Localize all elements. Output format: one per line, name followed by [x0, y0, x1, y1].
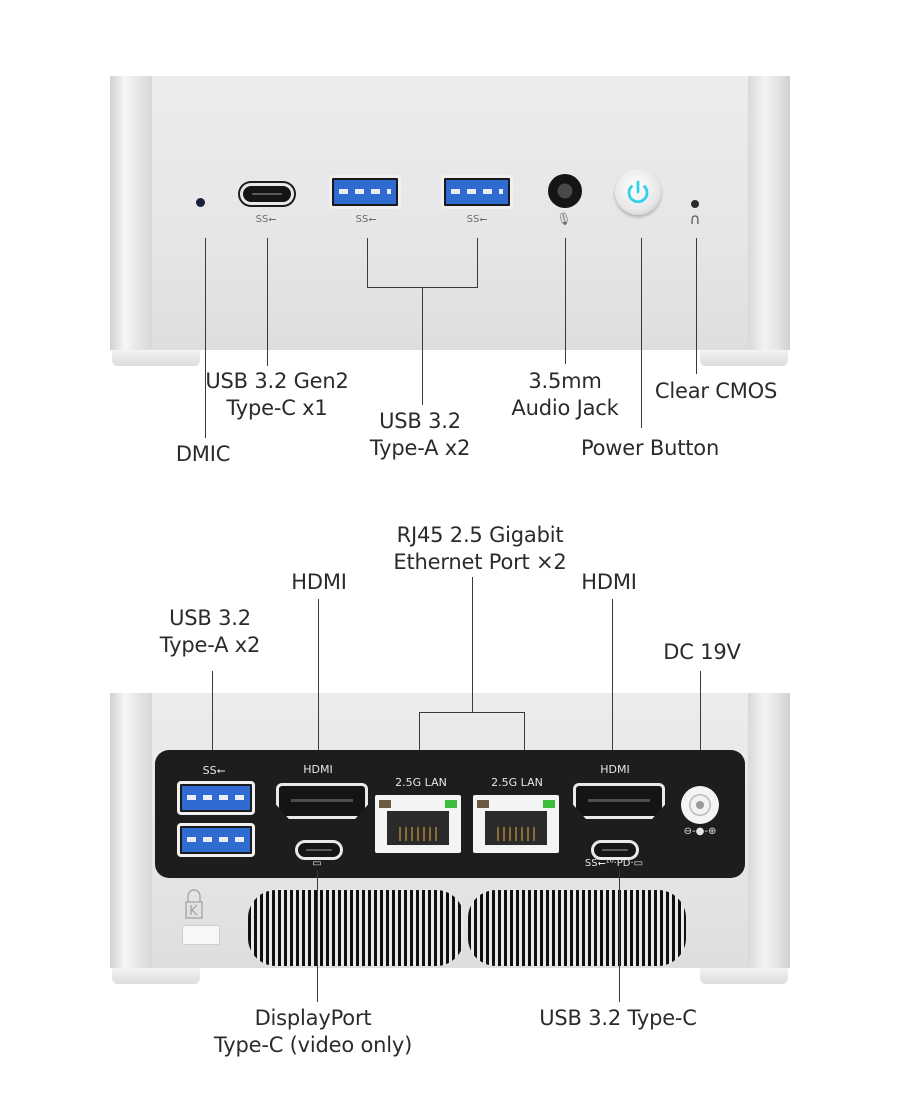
leader-line-usb-c: [267, 238, 268, 366]
label-line: USB 3.2: [379, 409, 461, 433]
rear-foot-left: [112, 968, 200, 984]
front-usb-a-port-1: [329, 175, 401, 209]
display-icon: ▭: [312, 858, 322, 869]
front-chassis-right-edge: [748, 76, 790, 350]
displayport-usb-c-port: [295, 840, 343, 860]
hdmi-port-left: [276, 783, 368, 819]
dc-polarity-icon: ⊖-●-⊕: [683, 826, 717, 837]
hdmi-port-right: [573, 783, 665, 819]
label-audio-jack: 3.5mm Audio Jack: [511, 368, 618, 422]
leader-line-dmic: [205, 238, 206, 438]
rj45-socket: [387, 811, 449, 845]
leader-line-displayport: [317, 870, 318, 1002]
kensington-lock-slot: [182, 925, 220, 945]
label-hdmi-left: HDMI: [291, 570, 347, 594]
label-power-button: Power Button: [580, 436, 720, 460]
label-rj45: RJ45 2.5 Gigabit Ethernet Port ×2: [393, 522, 566, 576]
label-usb-a-rear: USB 3.2 Type-A x2: [159, 605, 261, 659]
rj45-socket: [485, 811, 547, 845]
lan-led-amber: [379, 800, 391, 808]
front-usb-a-port-2: [441, 175, 513, 209]
label-dmic: DMIC: [175, 442, 231, 466]
cmos-icon: ∩: [689, 210, 701, 228]
leader-line-usb-a-2: [477, 238, 478, 288]
leader-line-audio: [565, 238, 566, 364]
dc-jack: [681, 786, 719, 824]
kensington-lock-icon: [184, 888, 204, 920]
label-dc: DC 19V: [663, 640, 741, 664]
front-foot-left: [112, 350, 200, 366]
power-button[interactable]: [615, 169, 661, 215]
leader-line-lan-2: [524, 712, 525, 764]
label-line: Type-A x2: [159, 633, 261, 657]
ss-usb-icon: SS⭠: [355, 214, 377, 225]
label-usb-c-front: USB 3.2 Gen2 Type-C x1: [205, 368, 349, 422]
label-line: RJ45 2.5 Gigabit: [396, 523, 564, 547]
label-line: Ethernet Port ×2: [393, 550, 567, 574]
label-usb-c-rear: USB 3.2 Type-C: [539, 1006, 697, 1030]
vent-right: [468, 890, 686, 966]
label-usb-a-front: USB 3.2 Type-A x2: [369, 408, 471, 462]
rear-usb-a-port-2: [177, 823, 255, 857]
leader-line-usb-a-rear: [212, 671, 213, 763]
usb-pd-display-icons: SS⭠¹⁰·PD·▭: [584, 858, 644, 869]
rear-chassis-right-edge: [748, 693, 790, 968]
label-line: Audio Jack: [511, 396, 619, 420]
vent-left: [248, 890, 464, 966]
rear-usb-c-port: [591, 840, 639, 860]
lan-led-amber: [477, 800, 489, 808]
headset-mic-icon: 🎙: [556, 212, 572, 226]
power-icon: [627, 180, 649, 204]
lan-mark-2: 2.5G LAN: [491, 776, 543, 789]
lan-led-green: [445, 800, 457, 808]
lan-mark-1: 2.5G LAN: [395, 776, 447, 789]
label-line: Type-C (video only): [213, 1033, 413, 1057]
hdmi-mark-right: HDMI: [600, 763, 630, 776]
leader-line-rj45-bridge: [419, 712, 525, 713]
leader-line-usb-c-rear: [619, 870, 620, 1002]
rear-usb-a-port-1: [177, 781, 255, 815]
rj45-port-1: [375, 795, 461, 853]
leader-line-dc: [700, 671, 701, 779]
rear-foot-right: [700, 968, 788, 984]
leader-line-usb-a-1: [367, 238, 368, 288]
rear-chassis-left-edge: [110, 693, 152, 968]
leader-line-usb-a: [422, 287, 423, 405]
leader-line-power: [641, 238, 642, 428]
lan-led-green: [543, 800, 555, 808]
ss-usb-icon: SS⭠: [202, 764, 226, 777]
label-line: USB 3.2: [169, 606, 251, 630]
label-line: USB 3.2 Gen2: [205, 369, 349, 393]
ss-usb-icon: SS⭠: [255, 214, 277, 225]
audio-jack: [548, 174, 582, 208]
rj45-port-2: [473, 795, 559, 853]
leader-line-rj45: [472, 577, 473, 713]
label-line: Type-A x2: [369, 436, 471, 460]
label-clear-cmos: Clear CMOS: [654, 379, 778, 403]
leader-line-hdmi-left: [318, 599, 319, 762]
label-displayport: DisplayPort Type-C (video only): [214, 1005, 412, 1059]
label-line: DisplayPort: [254, 1006, 372, 1030]
leader-line-hdmi-right: [612, 599, 613, 762]
clear-cmos-hole[interactable]: [691, 200, 699, 208]
front-chassis: [110, 76, 790, 350]
hdmi-mark-left: HDMI: [303, 763, 333, 776]
leader-line-cmos: [696, 238, 697, 374]
label-hdmi-right: HDMI: [581, 570, 637, 594]
ss-usb-icon: SS⭠: [466, 214, 488, 225]
front-usb-c-port: [240, 183, 294, 205]
leader-line-lan-1: [419, 712, 420, 764]
label-line: 3.5mm: [528, 369, 602, 393]
label-line: Type-C x1: [226, 396, 328, 420]
front-foot-right: [700, 350, 788, 366]
dmic-hole: [196, 198, 205, 207]
front-chassis-left-edge: [110, 76, 152, 350]
